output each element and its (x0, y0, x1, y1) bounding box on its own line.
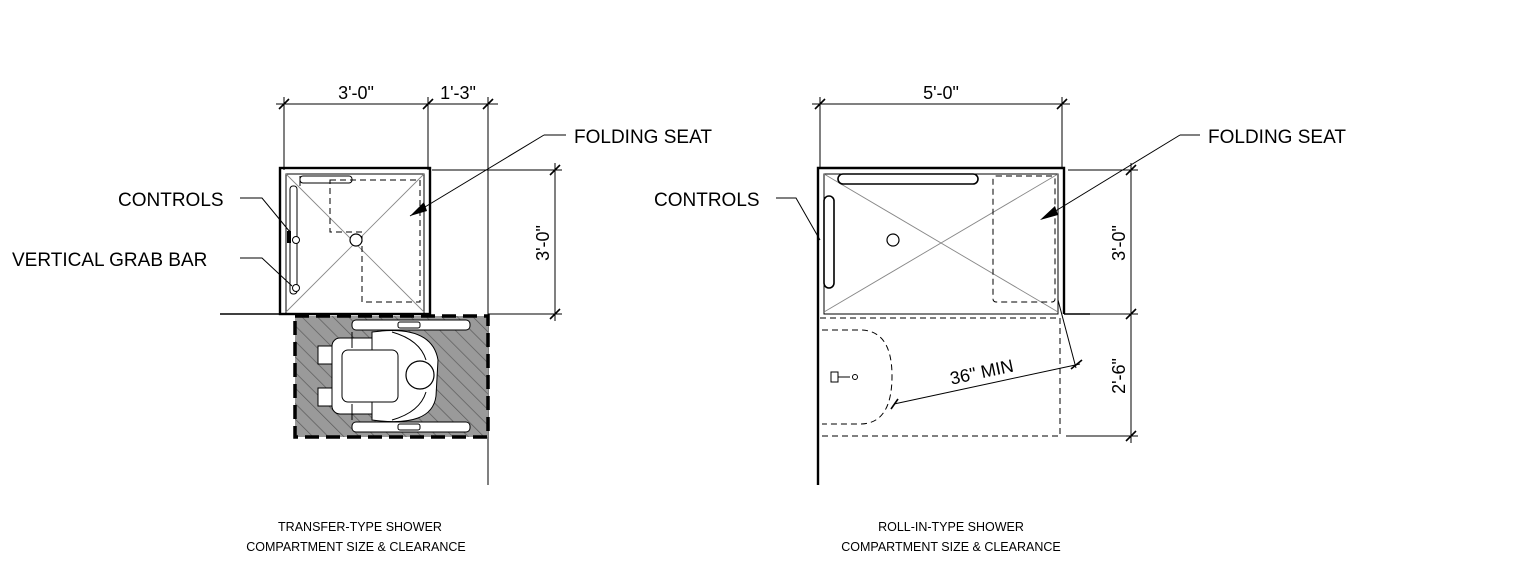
rollin-folding-seat (992, 175, 1056, 303)
rollin-folding-seat-label: FOLDING SEAT (1208, 127, 1346, 148)
rollin-side-grab-bar (823, 195, 835, 289)
transfer-caption-line1: TRANSFER-TYPE SHOWER (278, 520, 442, 534)
rollin-clear-text: 2'-6" (1109, 358, 1129, 394)
transfer-extra-text: 1'-3" (440, 83, 476, 103)
transfer-width-text: 3'-0" (338, 83, 374, 103)
transfer-shower-walls (278, 166, 432, 316)
rollin-diagonal-text: 36" MIN (948, 356, 1015, 389)
rollin-controls-leader: CONTROLS (654, 190, 821, 241)
rollin-diagonal-dimension: 36" MIN (890, 299, 1083, 410)
rollin-drain-icon (886, 233, 900, 247)
transfer-depth-text: 3'-0" (533, 225, 553, 261)
transfer-controls-label: CONTROLS (118, 190, 224, 211)
lavatory-icon (822, 329, 893, 425)
transfer-folding-seat-label: FOLDING SEAT (574, 127, 712, 148)
transfer-controls-icon (287, 231, 300, 292)
transfer-folding-seat (329, 179, 421, 303)
rollin-caption-line1: ROLL-IN-TYPE SHOWER (878, 520, 1024, 534)
transfer-drain-icon (349, 233, 363, 247)
rollin-shower-plan: 5'-0" 3'-0" 2'-6" (654, 83, 1346, 554)
rollin-controls-label: CONTROLS (654, 190, 760, 211)
transfer-grab-bar-label: VERTICAL GRAB BAR (12, 250, 207, 271)
transfer-folding-seat-leader: FOLDING SEAT (409, 127, 712, 217)
transfer-caption-line2: COMPARTMENT SIZE & CLEARANCE (246, 540, 465, 554)
transfer-depth-dimension: 3'-0" (432, 163, 562, 321)
rollin-depth-dimension: 3'-0" 2'-6" (1066, 163, 1138, 443)
rollin-back-grab-bar (837, 173, 979, 185)
transfer-horizontal-grab-bar (299, 175, 353, 186)
rollin-shower-walls (816, 166, 1090, 485)
rollin-clearance-area (820, 317, 1061, 437)
rollin-caption-line2: COMPARTMENT SIZE & CLEARANCE (841, 540, 1060, 554)
rollin-width-dimension: 5'-0" (812, 83, 1070, 168)
rollin-width-text: 5'-0" (923, 83, 959, 103)
transfer-grab-bar-leader: VERTICAL GRAB BAR (12, 250, 293, 287)
wheelchair-user-icon (317, 319, 471, 433)
transfer-shower-plan: 3'-0" 1'-3" 3'-0" (12, 83, 712, 554)
transfer-controls-leader: CONTROLS (118, 190, 291, 233)
rollin-folding-seat-leader: FOLDING SEAT (1040, 127, 1346, 220)
rollin-depth-text: 3'-0" (1109, 225, 1129, 261)
